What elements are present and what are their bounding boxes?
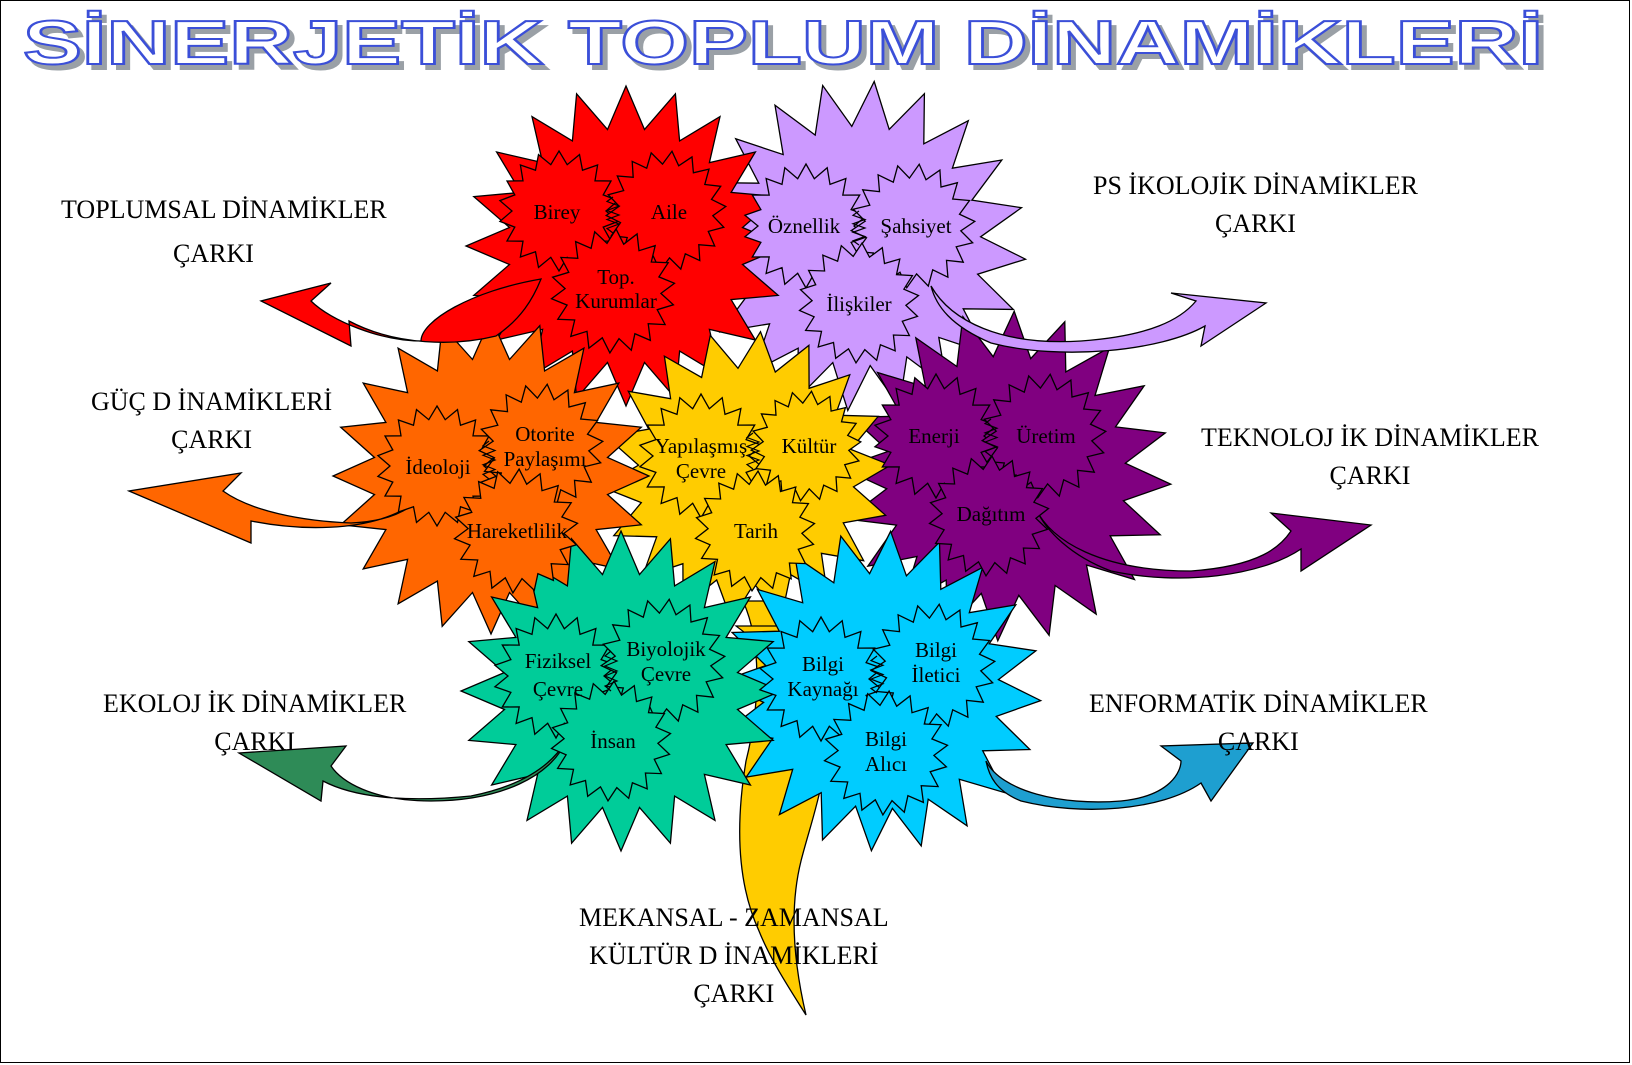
label-teknolojik: TEKNOLOJ İK DİNAMİKLER ÇARKI xyxy=(1201,419,1539,495)
arrow-toplumsal xyxy=(259,278,543,348)
link-fiziksel-biyolojik xyxy=(603,650,619,692)
nodes-layer xyxy=(376,149,1108,817)
node-iliskiler xyxy=(798,241,920,365)
node-label-iletici: İletici xyxy=(912,663,961,687)
node-label-sahsiyet: Şahsiyet xyxy=(880,214,951,238)
label-guc-line2: ÇARKI xyxy=(171,425,253,454)
label-psikolojik: PS İKOLOJİK DİNAMİKLER ÇARKI xyxy=(1093,167,1418,243)
node-label-cevre-1: Çevre xyxy=(676,459,726,483)
node-birey xyxy=(498,149,620,273)
arrow-enformatik xyxy=(985,742,1255,810)
node-label-fiziksel: Fiziksel xyxy=(525,649,592,673)
node-label-cevre-3: Çevre xyxy=(641,662,691,686)
label-ekolojik-line2: ÇARKI xyxy=(214,727,296,756)
label-enformatik-line2: ÇARKI xyxy=(1217,727,1299,756)
node-label-uretim: Üretim xyxy=(1016,424,1075,448)
node-label-hareketlilik: Hareketlilik xyxy=(467,519,568,543)
node-label-aile: Aile xyxy=(651,200,687,224)
node-kultur xyxy=(749,390,863,502)
link-kaynak-iletici xyxy=(869,655,885,694)
label-kultur-line1: MEKANSAL - ZAMANSAL xyxy=(579,903,889,932)
label-teknolojik-line2: ÇARKI xyxy=(1329,461,1411,490)
node-label-oznellik: Öznellik xyxy=(768,214,841,238)
label-toplumsal: TOPLUMSAL DİNAMİKLER ÇARKI xyxy=(61,191,387,273)
node-top-kurumlar xyxy=(550,227,676,355)
arrows-layer xyxy=(126,278,1373,810)
node-dagitim xyxy=(928,454,1050,578)
label-enformatik: ENFORMATİK DİNAMİKLER ÇARKI xyxy=(1089,685,1428,761)
page-title: SİNERJETİK TOPLUM DİNAMİKLERİ xyxy=(23,9,1543,78)
node-label-otorite: Otorite xyxy=(515,422,574,446)
label-psikolojik-line2: ÇARKI xyxy=(1215,209,1296,238)
node-label-birey: Birey xyxy=(534,200,581,224)
node-label-top: Top. xyxy=(597,265,635,289)
label-kultur-line3: ÇARKI xyxy=(693,979,775,1008)
label-toplumsal-line1: TOPLUMSAL DİNAMİKLER xyxy=(61,195,387,224)
node-label-tarih: Tarih xyxy=(734,519,779,543)
arrow-teknolojik xyxy=(1035,508,1373,579)
link-yapilasmis-kultur xyxy=(745,432,761,470)
node-label-bilgi-1: Bilgi xyxy=(802,652,844,676)
label-toplumsal-line2: ÇARKI xyxy=(173,239,254,268)
node-label-biyolojik: Biyolojik xyxy=(626,637,706,661)
link-ideoloji-otorite xyxy=(481,440,497,480)
arrow-psikolojik xyxy=(930,285,1268,353)
label-kultur-line2: KÜLTÜR D İNAMİKLERİ xyxy=(589,941,879,970)
arrow-ekolojik xyxy=(236,740,567,803)
label-ekolojik: EKOLOJ İK DİNAMİKLER ÇARKI xyxy=(103,685,406,761)
title-banner: SİNERJETİK TOPLUM DİNAMİKLERİ SİNERJETİK… xyxy=(22,8,1549,81)
node-label-kaynagi: Kaynağı xyxy=(787,677,858,701)
node-insan xyxy=(550,679,672,803)
node-enerji xyxy=(873,372,999,500)
node-label-bilgi-2: Bilgi xyxy=(915,638,957,662)
label-enformatik-line1: ENFORMATİK DİNAMİKLER xyxy=(1089,689,1428,718)
node-hareketlilik xyxy=(453,467,579,595)
node-label-yapilasmis: Yapılaşmış xyxy=(655,434,747,458)
page-title-shadow: SİNERJETİK TOPLUM DİNAMİKLERİ xyxy=(28,14,1548,81)
label-guc-line1: GÜÇ D İNAMİKLERİ xyxy=(91,387,333,416)
node-label-alici: Alıcı xyxy=(865,752,907,776)
node-label-dagitim: Dağıtım xyxy=(957,502,1026,526)
node-label-paylasimi: Paylaşımı xyxy=(504,447,587,471)
node-tarih xyxy=(694,469,816,593)
node-label-cevre-2: Çevre xyxy=(533,677,583,701)
link-enerji-uretim xyxy=(983,418,999,457)
node-label-kurumlar: Kurumlar xyxy=(575,289,657,313)
node-label-ideoloji: İdeoloji xyxy=(405,455,470,479)
label-teknolojik-line1: TEKNOLOJ İK DİNAMİKLER xyxy=(1201,423,1539,452)
link-oznellik-sahsiyet xyxy=(851,210,867,246)
node-label-kultur: Kültür xyxy=(782,434,837,458)
link-birey-aile xyxy=(605,196,621,234)
node-label-bilgi-3: Bilgi xyxy=(865,727,907,751)
label-psikolojik-line1: PS İKOLOJİK DİNAMİKLER xyxy=(1093,171,1418,200)
node-label-enerji: Enerji xyxy=(908,424,959,448)
label-kultur: MEKANSAL - ZAMANSAL KÜLTÜR D İNAMİKLERİ … xyxy=(579,899,889,1013)
node-bilgi-alici xyxy=(823,689,949,817)
node-label-iliskiler: İlişkiler xyxy=(826,292,891,316)
label-ekolojik-line1: EKOLOJ İK DİNAMİKLER xyxy=(103,689,407,718)
label-guc: GÜÇ D İNAMİKLERİ ÇARKI xyxy=(91,383,332,459)
node-label-insan: İnsan xyxy=(590,729,636,753)
